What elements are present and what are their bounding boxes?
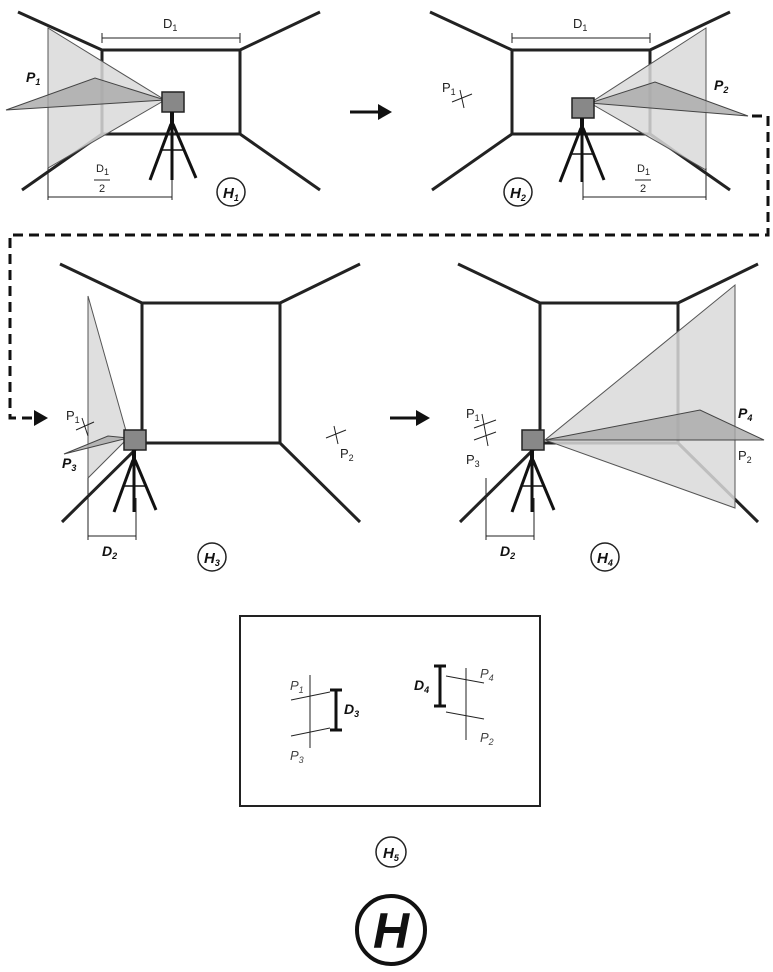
mark-p3 bbox=[290, 727, 331, 737]
horizontal-laser-plane bbox=[63, 435, 129, 455]
laser-level-on-tripod bbox=[112, 429, 158, 513]
vertical-laser-plane bbox=[543, 283, 736, 509]
step-badge-h3 bbox=[197, 542, 227, 572]
dashed-connector-h2-to-h3 bbox=[8, 114, 770, 420]
panel-h3: P1 P3 P2 D2 H3 bbox=[59, 262, 362, 572]
ceiling-edge-left bbox=[17, 10, 103, 52]
svg-text:2: 2 bbox=[640, 183, 646, 195]
step-badge-h4 bbox=[590, 542, 620, 572]
dimension-fraction-numerator: D1 bbox=[96, 163, 109, 177]
result-frame bbox=[239, 615, 541, 807]
point-label-p1: P1 bbox=[26, 69, 40, 87]
horizontal-laser-plane bbox=[589, 81, 749, 117]
mark-label-p1: P1 bbox=[466, 406, 480, 423]
dimension-fraction-denominator: 2 bbox=[99, 183, 105, 195]
point-label-p3: P3 bbox=[62, 455, 76, 473]
dimension-label-d1: D1 bbox=[163, 16, 177, 33]
svg-text:H1: H1 bbox=[223, 185, 239, 203]
step-badge-h1 bbox=[216, 177, 246, 207]
figure-label-letter: H bbox=[373, 903, 410, 959]
back-wall bbox=[140, 301, 282, 445]
mark-label-p1: P1 bbox=[290, 678, 304, 695]
mark-label-p1: P1 bbox=[442, 80, 456, 97]
floor-edge-right bbox=[239, 132, 321, 192]
arrow-head-into-h3 bbox=[34, 410, 48, 426]
vertical-laser-plane bbox=[87, 295, 129, 480]
point-label-p4: P4 bbox=[738, 405, 752, 423]
dimension-label-d1: D1 bbox=[573, 16, 587, 33]
step-badge-h2 bbox=[503, 177, 533, 207]
svg-text:H4: H4 bbox=[597, 550, 613, 568]
svg-text:H5: H5 bbox=[383, 845, 400, 863]
mark-label-p2: P2 bbox=[738, 448, 752, 465]
mark-p4 bbox=[445, 675, 485, 684]
arrow-h3-to-h4 bbox=[390, 410, 430, 426]
figure-label-circle bbox=[355, 894, 427, 966]
mark-label-p2: P2 bbox=[340, 446, 354, 463]
dimension-label-d2: D2 bbox=[102, 543, 117, 561]
dimension-label-d4: D4 bbox=[414, 677, 429, 695]
svg-text:H2: H2 bbox=[510, 185, 526, 203]
horizontal-laser-plane bbox=[5, 77, 166, 111]
svg-text:D1: D1 bbox=[637, 163, 650, 177]
panel-h4: P1 P3 P4 P2 D2 H4 bbox=[457, 262, 765, 572]
point-label-p2: P2 bbox=[714, 77, 728, 95]
laser-level-device bbox=[161, 91, 185, 113]
step-badge-h5 bbox=[375, 836, 407, 868]
dimension-label-d2: D2 bbox=[500, 543, 515, 561]
horizontal-laser-plane bbox=[544, 409, 765, 441]
arrow-h1-to-h2 bbox=[350, 104, 392, 120]
panel-h5: P1 P3 D3 P4 P2 D4 H5 bbox=[239, 615, 541, 868]
laser-level-on-tripod bbox=[558, 97, 606, 183]
mark-label-p4: P4 bbox=[480, 666, 494, 683]
mark-label-p3: P3 bbox=[290, 748, 304, 765]
panel-h1: D1 D1 2 P1 H1 bbox=[5, 10, 321, 207]
mark-p2 bbox=[445, 711, 485, 720]
mark-label-p2: P2 bbox=[480, 730, 494, 747]
ceiling-edge-right bbox=[239, 10, 321, 52]
svg-text:H3: H3 bbox=[204, 550, 220, 568]
mark-label-p1: P1 bbox=[66, 408, 80, 425]
laser-level-on-tripod bbox=[148, 91, 198, 181]
mark-label-p3: P3 bbox=[466, 452, 480, 469]
panel-h2: D1 D1 2 P1 P2 H2 bbox=[429, 10, 749, 207]
figure-label: H bbox=[355, 894, 427, 966]
mark-p1 bbox=[290, 691, 331, 701]
laser-level-on-tripod bbox=[510, 429, 556, 513]
dimension-label-d3: D3 bbox=[344, 701, 359, 719]
